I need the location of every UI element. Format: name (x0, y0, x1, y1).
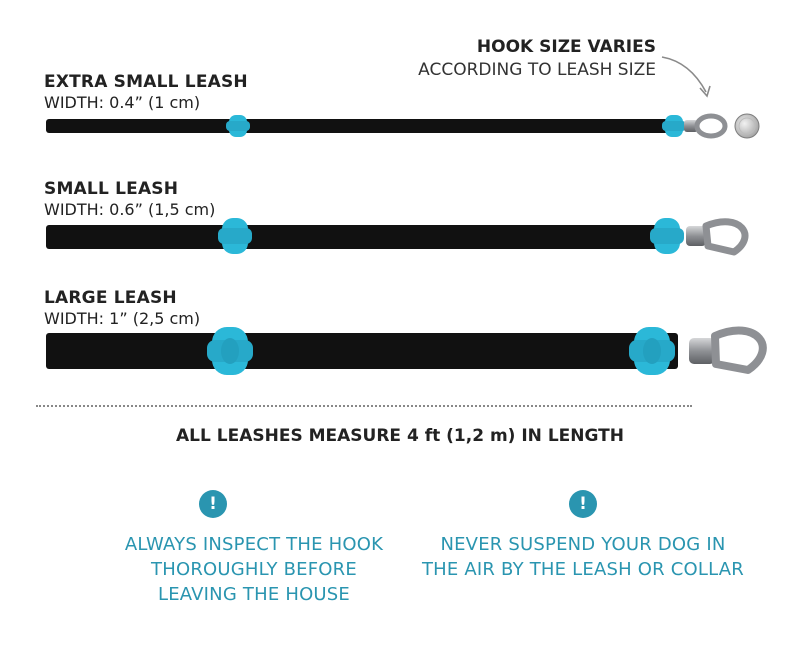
leash-xs-illustration (46, 113, 760, 139)
leash-s-width: WIDTH: 0.6” (1,5 cm) (44, 200, 216, 219)
coin-icon (734, 113, 760, 139)
leash-l-title: LARGE LEASH (44, 288, 177, 308)
curved-arrow-icon (661, 56, 707, 93)
leash-s-clip-right (650, 218, 684, 254)
leash-illustrations (46, 56, 767, 375)
hook-note-line2: ACCORDING TO LEASH SIZE (418, 60, 656, 80)
warning-inspect-line3: LEAVING THE HOUSE (157, 584, 351, 605)
leash-xs-strap (46, 119, 676, 133)
leash-xs-clip-right (662, 115, 686, 137)
warning-no-suspend: NEVER SUSPEND YOUR DOG IN THE AIR BY THE… (400, 532, 766, 582)
hook-note-line1: HOOK SIZE VARIES (476, 37, 656, 57)
dotted-divider (36, 405, 692, 407)
leash-xs-clip-left (226, 115, 250, 137)
leash-l-hook-icon (689, 326, 767, 374)
leash-l-width: WIDTH: 1” (2,5 cm) (44, 309, 201, 328)
leash-s-illustration (46, 218, 749, 256)
leash-l-clip-left (207, 327, 253, 375)
arrow-head-icon (699, 85, 711, 98)
leash-xs-title: EXTRA SMALL LEASH (44, 72, 248, 92)
warning-inspect-line1: ALWAYS INSPECT THE HOOK (124, 534, 384, 555)
warning-suspend-line2: THE AIR BY THE LEASH OR COLLAR (421, 559, 744, 580)
leash-l-strap (46, 333, 678, 369)
leash-s-clip-left (218, 218, 252, 254)
warning-inspect-hook: ALWAYS INSPECT THE HOOK THOROUGHLY BEFOR… (40, 532, 468, 607)
leash-xs-width: WIDTH: 0.4” (1 cm) (44, 93, 201, 112)
leash-l-clip-right (629, 327, 675, 375)
length-note: ALL LEASHES MEASURE 4 ft (1,2 m) IN LENG… (176, 426, 624, 446)
warning-icon: ! (199, 490, 227, 518)
leash-s-strap (46, 225, 662, 249)
warning-suspend-line1: NEVER SUSPEND YOUR DOG IN (440, 534, 726, 555)
hook-size-note: HOOK SIZE VARIES ACCORDING TO LEASH SIZE (418, 36, 656, 82)
warning-icon: ! (569, 490, 597, 518)
leash-xs-hook-icon (684, 113, 728, 139)
leash-s-title: SMALL LEASH (44, 179, 179, 199)
warning-inspect-line2: THOROUGHLY BEFORE (151, 559, 357, 580)
leash-s-hook-icon (686, 218, 749, 256)
leash-l-illustration (46, 326, 767, 375)
